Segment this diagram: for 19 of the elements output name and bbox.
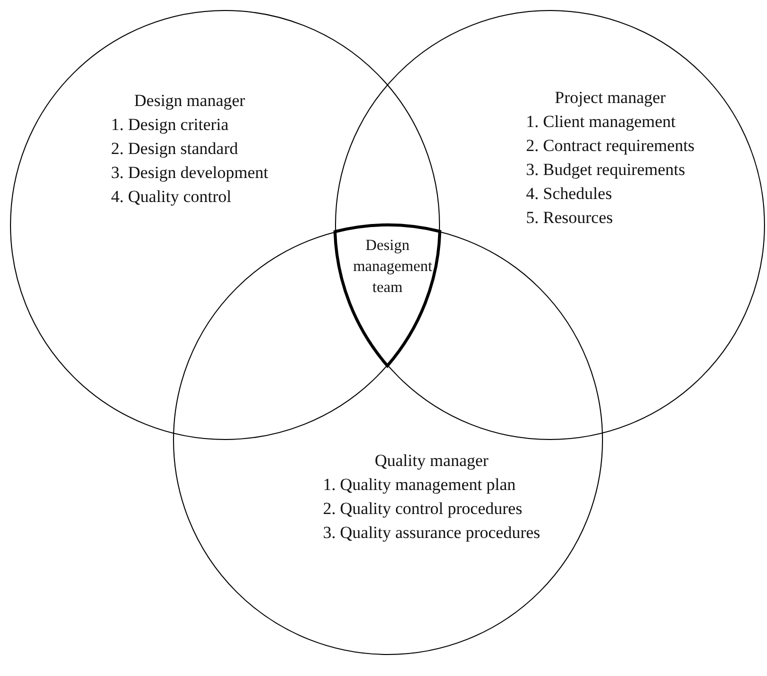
duty-item: 3. Design development bbox=[111, 162, 268, 184]
duty-item: 4. Quality control bbox=[111, 186, 232, 208]
venn-circle bbox=[10, 10, 440, 440]
venn-circle bbox=[335, 10, 765, 440]
duty-item: 2. Design standard bbox=[111, 138, 240, 160]
duty-item: 2. Quality control procedures bbox=[323, 498, 524, 520]
duty-item: 4. Schedules bbox=[526, 183, 613, 205]
role-heading: Project manager bbox=[554, 87, 666, 109]
duty-item: 1. Quality management plan bbox=[323, 474, 517, 496]
duty-item: 1. Client management bbox=[526, 111, 677, 133]
overlap-region bbox=[335, 225, 440, 366]
team-label: Design management team bbox=[352, 236, 434, 298]
role-heading: Design manager bbox=[134, 90, 246, 112]
duty-item: 2. Contract requirements bbox=[526, 135, 695, 157]
duty-item: 1. Design criteria bbox=[111, 114, 230, 136]
duty-item: 3. Quality assurance procedures bbox=[323, 522, 540, 544]
role-heading: Quality manager bbox=[374, 450, 488, 472]
duty-item: 5. Resources bbox=[526, 207, 614, 229]
duty-item: 3. Budget requirements bbox=[526, 159, 686, 181]
